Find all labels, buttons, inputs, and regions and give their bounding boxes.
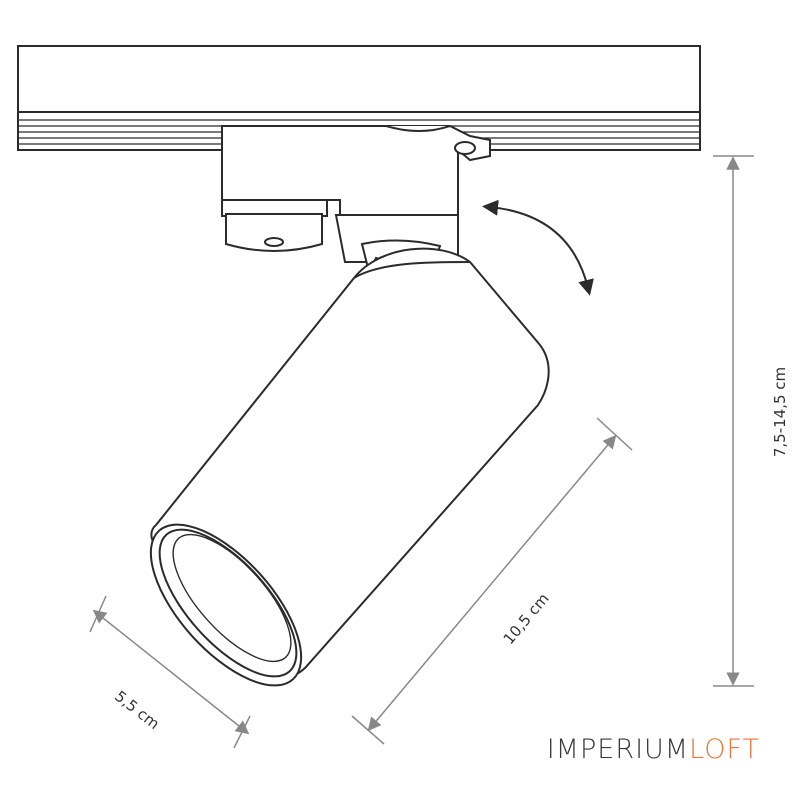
brand-logo: IMPERIUMLOFT	[547, 734, 760, 765]
brand-part-1: IMPERIUM	[546, 734, 690, 765]
diameter-dimension	[89, 595, 251, 749]
length-label: 10,5 cm	[500, 590, 553, 648]
spotlight-cylinder	[149, 247, 550, 687]
length-dimension	[351, 417, 633, 745]
curved-double-arrow-icon	[482, 199, 594, 296]
diameter-label: 5,5 cm	[111, 687, 163, 733]
track-adapter	[221, 125, 491, 270]
brand-part-2: LOFT	[689, 734, 760, 765]
height-dimension	[713, 155, 754, 687]
height-range-label: 7,5-14,5 cm	[771, 367, 789, 457]
